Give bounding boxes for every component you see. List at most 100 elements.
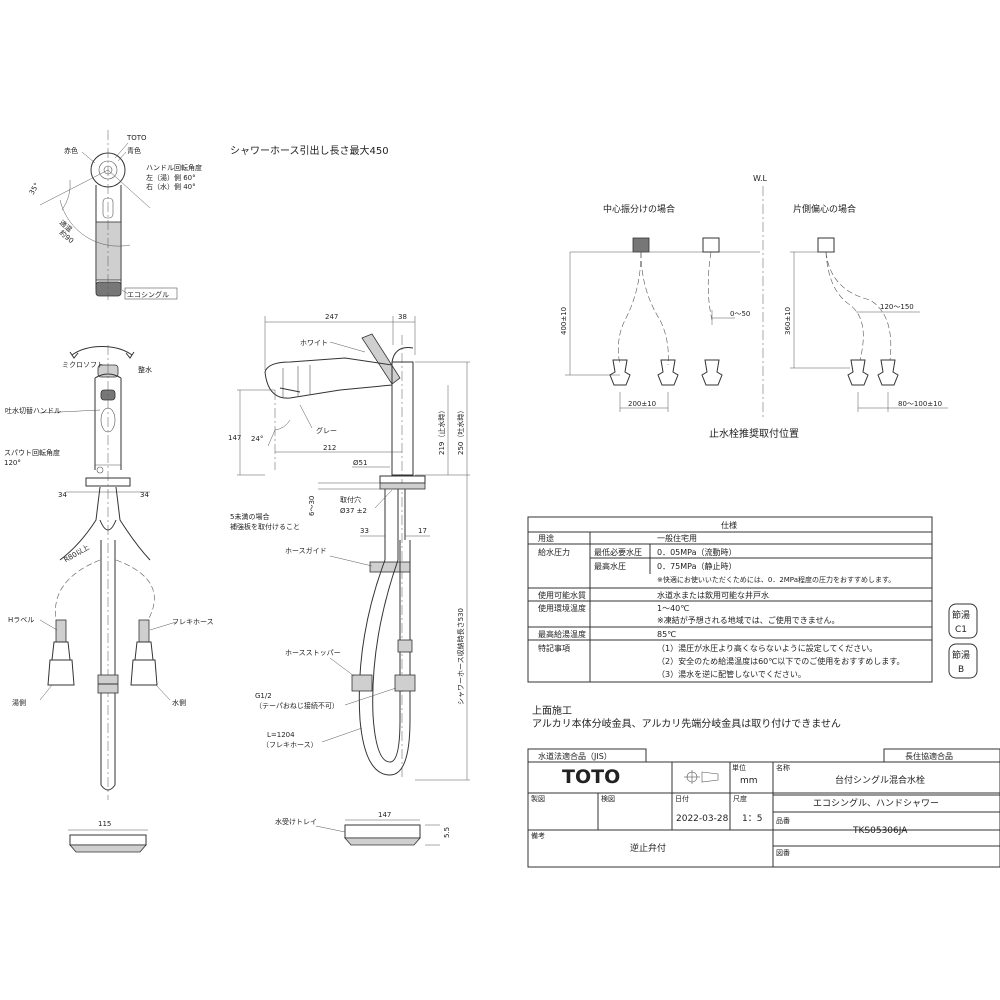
remarks-value: 逆止弁付 bbox=[630, 842, 666, 854]
spec-value-3: ※快適にお使いいただくためには、0．2MPa程度の圧力をおすすめします。 bbox=[657, 575, 895, 584]
label-red: 赤色 bbox=[64, 146, 78, 155]
name-line-2: エコシングル、ハンドシャワー bbox=[813, 797, 939, 809]
badge-b-bottom: B bbox=[958, 665, 964, 675]
handle-angle-title: ハンドル回転角度 bbox=[146, 163, 202, 172]
l1204-label: L=1204 bbox=[267, 731, 295, 739]
chojuu-label: 長住協適合品 bbox=[905, 751, 953, 761]
flexi-label: （フレキホース） bbox=[262, 741, 318, 749]
micro-soft-label: ミクロソフト bbox=[62, 361, 104, 369]
drawn-label: 製図 bbox=[531, 794, 545, 803]
dim-212: 212 bbox=[323, 444, 336, 452]
dim-80-100: 80〜100±10 bbox=[898, 400, 942, 408]
spec-table: 仕様 用途 一般住宅用 給水圧力 最低必要水圧 0．05MPa（流動時） 最高水… bbox=[527, 516, 933, 683]
white-label: ホワイト bbox=[300, 339, 328, 347]
h-label: Hラベル bbox=[8, 616, 34, 624]
tray-label: 水受けトレイ bbox=[275, 817, 317, 826]
toto-logo: TOTO bbox=[562, 766, 620, 788]
dim-5-5: 5.5 bbox=[443, 827, 451, 838]
hose-guide-label: ホースガイド bbox=[285, 546, 327, 555]
dim-147b: 147 bbox=[378, 811, 391, 819]
mount-hole-label: 取付穴 bbox=[340, 495, 361, 504]
shower-hose-note: シャワーホース引出し長さ最大450 bbox=[230, 144, 389, 157]
date-label: 日付 bbox=[675, 794, 689, 803]
reinforce-note-2: 補強板を取付けること bbox=[230, 522, 300, 531]
dim-115: 115 bbox=[98, 820, 111, 828]
spec-label-0: 用途 bbox=[538, 533, 554, 543]
reinforce-note-1: 5未満の場合 bbox=[230, 512, 269, 521]
wl-label: W.L bbox=[753, 174, 768, 183]
handle-right: 右（水）側 40° bbox=[146, 182, 196, 191]
badge-c1-top: 節湯 bbox=[952, 609, 970, 621]
badge-b-top: 節湯 bbox=[952, 649, 970, 661]
valve-caption: 止水栓推奨取付位置 bbox=[709, 427, 799, 440]
dim-33: 33 bbox=[360, 527, 369, 535]
valve-diagram: W.L 中心振分けの場合 片側偏心の場合 400±10 200±10 0〜50 … bbox=[560, 174, 948, 440]
seisui-label: 整水 bbox=[138, 365, 152, 374]
taper-label: （テーパおねじ接続不可） bbox=[255, 701, 339, 710]
side-view: 247 38 ホワイト 147 24° グレー 212 Ø51 219（止水時）… bbox=[228, 313, 470, 846]
spec-value-4: 水道水または飲用可能な井戸水 bbox=[657, 590, 769, 600]
spec-value-7: 85℃ bbox=[657, 630, 676, 639]
spec-value-8: （1）湯圧が水圧より高くならないように設定してください。 bbox=[657, 643, 877, 653]
dim-120-150: 120〜150 bbox=[880, 303, 914, 311]
spec-sub-2: 最高水圧 bbox=[594, 561, 626, 571]
spec-label-5: 使用環境温度 bbox=[538, 603, 586, 613]
part-value: TKS05306JA bbox=[852, 826, 908, 836]
badge-c1-bottom: C1 bbox=[955, 625, 967, 635]
dim-360: 360±10 bbox=[784, 307, 792, 335]
spec-label-8: 特記事項 bbox=[538, 643, 570, 653]
hose-retract-label: シャワーホース収納時長さ530 bbox=[456, 608, 465, 705]
label-blue: 青色 bbox=[127, 146, 141, 155]
name-line-1: 台付シングル混合水栓 bbox=[835, 774, 925, 786]
dim-0-50: 0〜50 bbox=[730, 310, 750, 318]
spec-value-1: 0．05MPa（流動時） bbox=[657, 547, 737, 557]
angle-a: 35° bbox=[28, 181, 41, 196]
dim-200: 200±10 bbox=[628, 400, 656, 408]
date-value: 2022-03-28 bbox=[676, 814, 729, 824]
dim-400: 400±10 bbox=[560, 307, 568, 335]
spec-sub-1: 最低必要水圧 bbox=[594, 547, 642, 557]
remarks-label: 備考 bbox=[531, 831, 545, 840]
dim-147: 147 bbox=[228, 434, 241, 442]
setsuyu-badge-b: 節湯 B bbox=[948, 643, 978, 679]
dim-219: 219（止水時） bbox=[437, 407, 446, 455]
top-view: TOTO 赤色 青色 ハンドル回転角度 左（湯）側 60° 右（水）側 40° … bbox=[28, 130, 202, 300]
setsuyu-badge-c1: 節湯 C1 bbox=[948, 603, 978, 639]
spec-label-7: 最高給湯温度 bbox=[538, 629, 586, 639]
hose-stopper-label: ホースストッパー bbox=[285, 649, 341, 657]
part-label: 品番 bbox=[776, 817, 790, 825]
hot-side-label: 湯側 bbox=[12, 698, 26, 707]
drawing-label: 図番 bbox=[776, 849, 790, 857]
mount-hole-dim: Ø37 ±2 bbox=[340, 507, 367, 515]
title-block: 水道法適合品（JIS） 長住協適合品 TOTO 単位 mm 名称 台付シングル混… bbox=[527, 748, 1000, 868]
spec-title: 仕様 bbox=[721, 520, 737, 530]
label-toto: TOTO bbox=[126, 134, 147, 142]
spec-value-9: （2）安全のため給湯温度は60℃以下でのご使用をおすすめします。 bbox=[657, 656, 904, 666]
side-title: 片側偏心の場合 bbox=[793, 203, 856, 215]
g12-label: G1/2 bbox=[255, 692, 272, 700]
dim-38: 38 bbox=[398, 313, 407, 321]
center-title: 中心振分けの場合 bbox=[603, 203, 675, 215]
name-label: 名称 bbox=[776, 763, 790, 772]
gray-label: グレー bbox=[316, 426, 337, 435]
dim-51: Ø51 bbox=[353, 459, 367, 467]
scale-label: 尺度 bbox=[733, 794, 747, 803]
scale-value: 1：5 bbox=[742, 814, 762, 824]
spec-value-5: 1〜40℃ bbox=[657, 604, 689, 613]
spec-label-4: 使用可能水質 bbox=[538, 590, 586, 600]
outlet-handle-label: 吐水切替ハンドル bbox=[5, 406, 61, 415]
front-view: 34 34 R80以上 Hラベル フレキホース 湯側 水側 ミクロソフト 整水 … bbox=[4, 345, 214, 853]
cold-side-label: 水側 bbox=[172, 698, 186, 707]
unit-label: 単位 bbox=[732, 763, 746, 772]
jis-label: 水道法適合品（JIS） bbox=[538, 751, 612, 761]
spout-angle-value: 120° bbox=[4, 459, 21, 467]
dim-250: 250（吐水時） bbox=[456, 407, 465, 455]
dim-247: 247 bbox=[325, 313, 338, 321]
spec-value-10: （3）湯水を逆に配管しないでください。 bbox=[657, 669, 806, 679]
construction-heading: 上面施工 bbox=[532, 704, 572, 717]
checked-label: 検図 bbox=[601, 794, 615, 803]
unit-value: mm bbox=[740, 776, 758, 786]
handle-left: 左（湯）側 60° bbox=[146, 173, 196, 182]
spout-angle-label: スパウト回転角度 bbox=[4, 448, 60, 457]
